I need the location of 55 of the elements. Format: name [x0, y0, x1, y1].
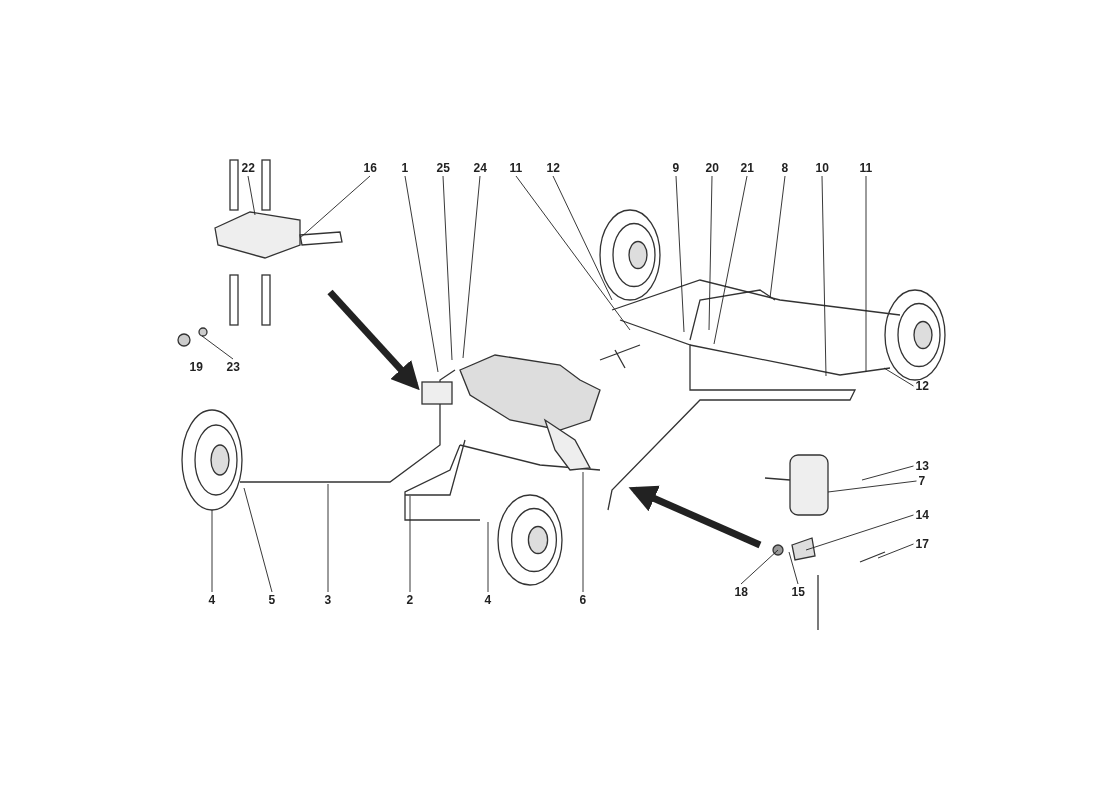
- callout-number: 24: [472, 161, 488, 175]
- leader-line: [713, 175, 748, 345]
- leader-line: [442, 175, 453, 361]
- callout-number: 5: [267, 593, 277, 607]
- leader-line: [552, 175, 613, 301]
- callout-number: 4: [207, 593, 217, 607]
- leader-line: [404, 175, 439, 373]
- callout-number: 16: [362, 161, 378, 175]
- callout-number: 13: [914, 459, 930, 473]
- callout-number: 1: [400, 161, 410, 175]
- leader-line: [827, 480, 917, 493]
- leader-line: [740, 549, 779, 585]
- callout-number: 21: [739, 161, 755, 175]
- leader-line: [821, 175, 827, 377]
- leader-line: [409, 495, 411, 593]
- leader-line: [769, 175, 786, 299]
- callout-number: 22: [240, 161, 256, 175]
- leader-line: [515, 175, 631, 331]
- leader-line: [861, 465, 914, 481]
- leader-line: [243, 487, 273, 593]
- leader-line: [877, 543, 914, 559]
- callout-number: 6: [578, 593, 588, 607]
- leader-line: [582, 471, 584, 593]
- callout-number: 11: [508, 161, 524, 175]
- callout-number: 14: [914, 508, 930, 522]
- leader-line: [708, 175, 713, 331]
- leader-line: [883, 367, 914, 387]
- callout-number: 8: [780, 161, 790, 175]
- leader-line: [327, 483, 329, 593]
- callout-number: 12: [914, 379, 930, 393]
- callout-number: 25: [435, 161, 451, 175]
- leader-line: [462, 175, 481, 359]
- callout-number: 18: [733, 585, 749, 599]
- leader-line: [788, 551, 799, 585]
- callout-number: 2: [405, 593, 415, 607]
- leader-line: [805, 514, 914, 551]
- callout-number: 12: [545, 161, 561, 175]
- leader-line: [211, 509, 213, 593]
- leader-line: [675, 175, 685, 333]
- leader-line: [247, 175, 256, 216]
- callout-number: 17: [914, 537, 930, 551]
- callout-number: 19: [188, 360, 204, 374]
- leader-line: [299, 175, 371, 239]
- callout-number: 10: [814, 161, 830, 175]
- leader-line: [865, 175, 867, 373]
- callout-number: 20: [704, 161, 720, 175]
- callout-number: 4: [483, 593, 493, 607]
- leader-line: [201, 335, 234, 360]
- callout-number: 3: [323, 593, 333, 607]
- callout-number: 11: [858, 161, 874, 175]
- callout-number: 7: [917, 474, 927, 488]
- leader-line: [487, 521, 489, 593]
- callout-number: 9: [671, 161, 681, 175]
- callout-number: 15: [790, 585, 806, 599]
- callout-number: 23: [225, 360, 241, 374]
